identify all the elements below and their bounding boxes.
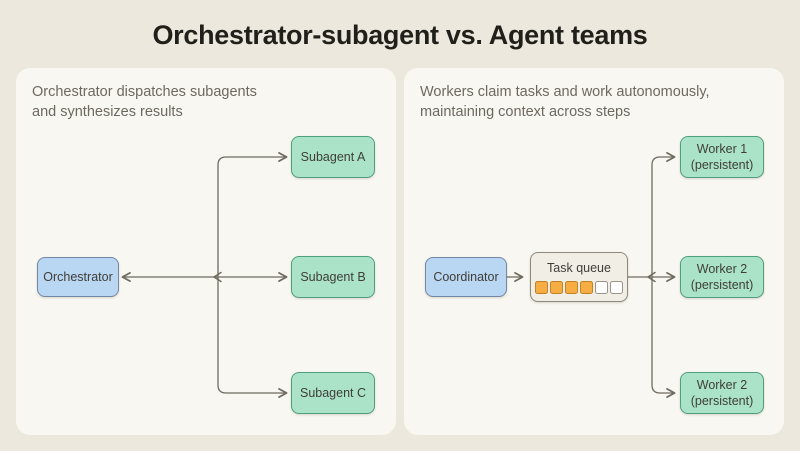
- left-panel-connectors: [121, 152, 288, 398]
- right-panel-connectors: [507, 152, 676, 398]
- branch-to-worker-3-line: [651, 277, 676, 398]
- orchestrator-subagent-panel: Orchestrator dispatches subagents and sy…: [16, 68, 396, 435]
- subagent-a-label: Subagent A: [300, 149, 366, 164]
- task-slot-filled: [550, 280, 563, 294]
- left-panel-heading: Orchestrator dispatches subagents and sy…: [32, 84, 257, 121]
- branch-to-subagent-a-line: [217, 152, 288, 277]
- subagent-c-node: Subagent C: [291, 372, 375, 414]
- task-queue-node: Task queue: [530, 252, 628, 302]
- page-title: Orchestrator-subagent vs. Agent teams: [152, 20, 648, 50]
- task-slot-empty: [610, 280, 623, 294]
- worker-1-node: Worker 1 (persistent): [680, 136, 764, 178]
- right-panel-heading: Workers claim tasks and work autonomousl…: [420, 84, 710, 121]
- worker-2-label: Worker 2 (persistent): [690, 261, 754, 292]
- branch-to-subagent-c-line: [217, 277, 288, 398]
- subagent-b-node: Subagent B: [291, 256, 375, 298]
- task-slot-filled: [580, 280, 593, 294]
- task-queue-label: Task queue: [547, 261, 611, 276]
- subagent-c-label: Subagent C: [299, 385, 367, 400]
- worker-2-node: Worker 2 (persistent): [680, 256, 764, 298]
- branch-to-worker-1-line: [651, 152, 676, 277]
- worker-1-label: Worker 1 (persistent): [690, 141, 754, 172]
- coordinator-label: Coordinator: [433, 269, 499, 284]
- task-slot-empty: [595, 280, 608, 294]
- task-queue-slots: [535, 280, 623, 294]
- subagent-a-node: Subagent A: [291, 136, 375, 178]
- junction-return-arrowhead: [647, 271, 656, 283]
- coordinator-node: Coordinator: [425, 257, 507, 297]
- orchestrator-label: Orchestrator: [43, 269, 113, 284]
- task-slot-filled: [565, 280, 578, 294]
- worker-3-node: Worker 2 (persistent): [680, 372, 764, 414]
- orchestrator-node: Orchestrator: [37, 257, 119, 297]
- worker-3-label: Worker 2 (persistent): [690, 377, 754, 408]
- agent-teams-panel: Workers claim tasks and work autonomousl…: [404, 68, 784, 435]
- task-slot-filled: [535, 280, 548, 294]
- junction-return-arrowhead: [213, 271, 222, 283]
- subagent-b-label: Subagent B: [300, 269, 366, 284]
